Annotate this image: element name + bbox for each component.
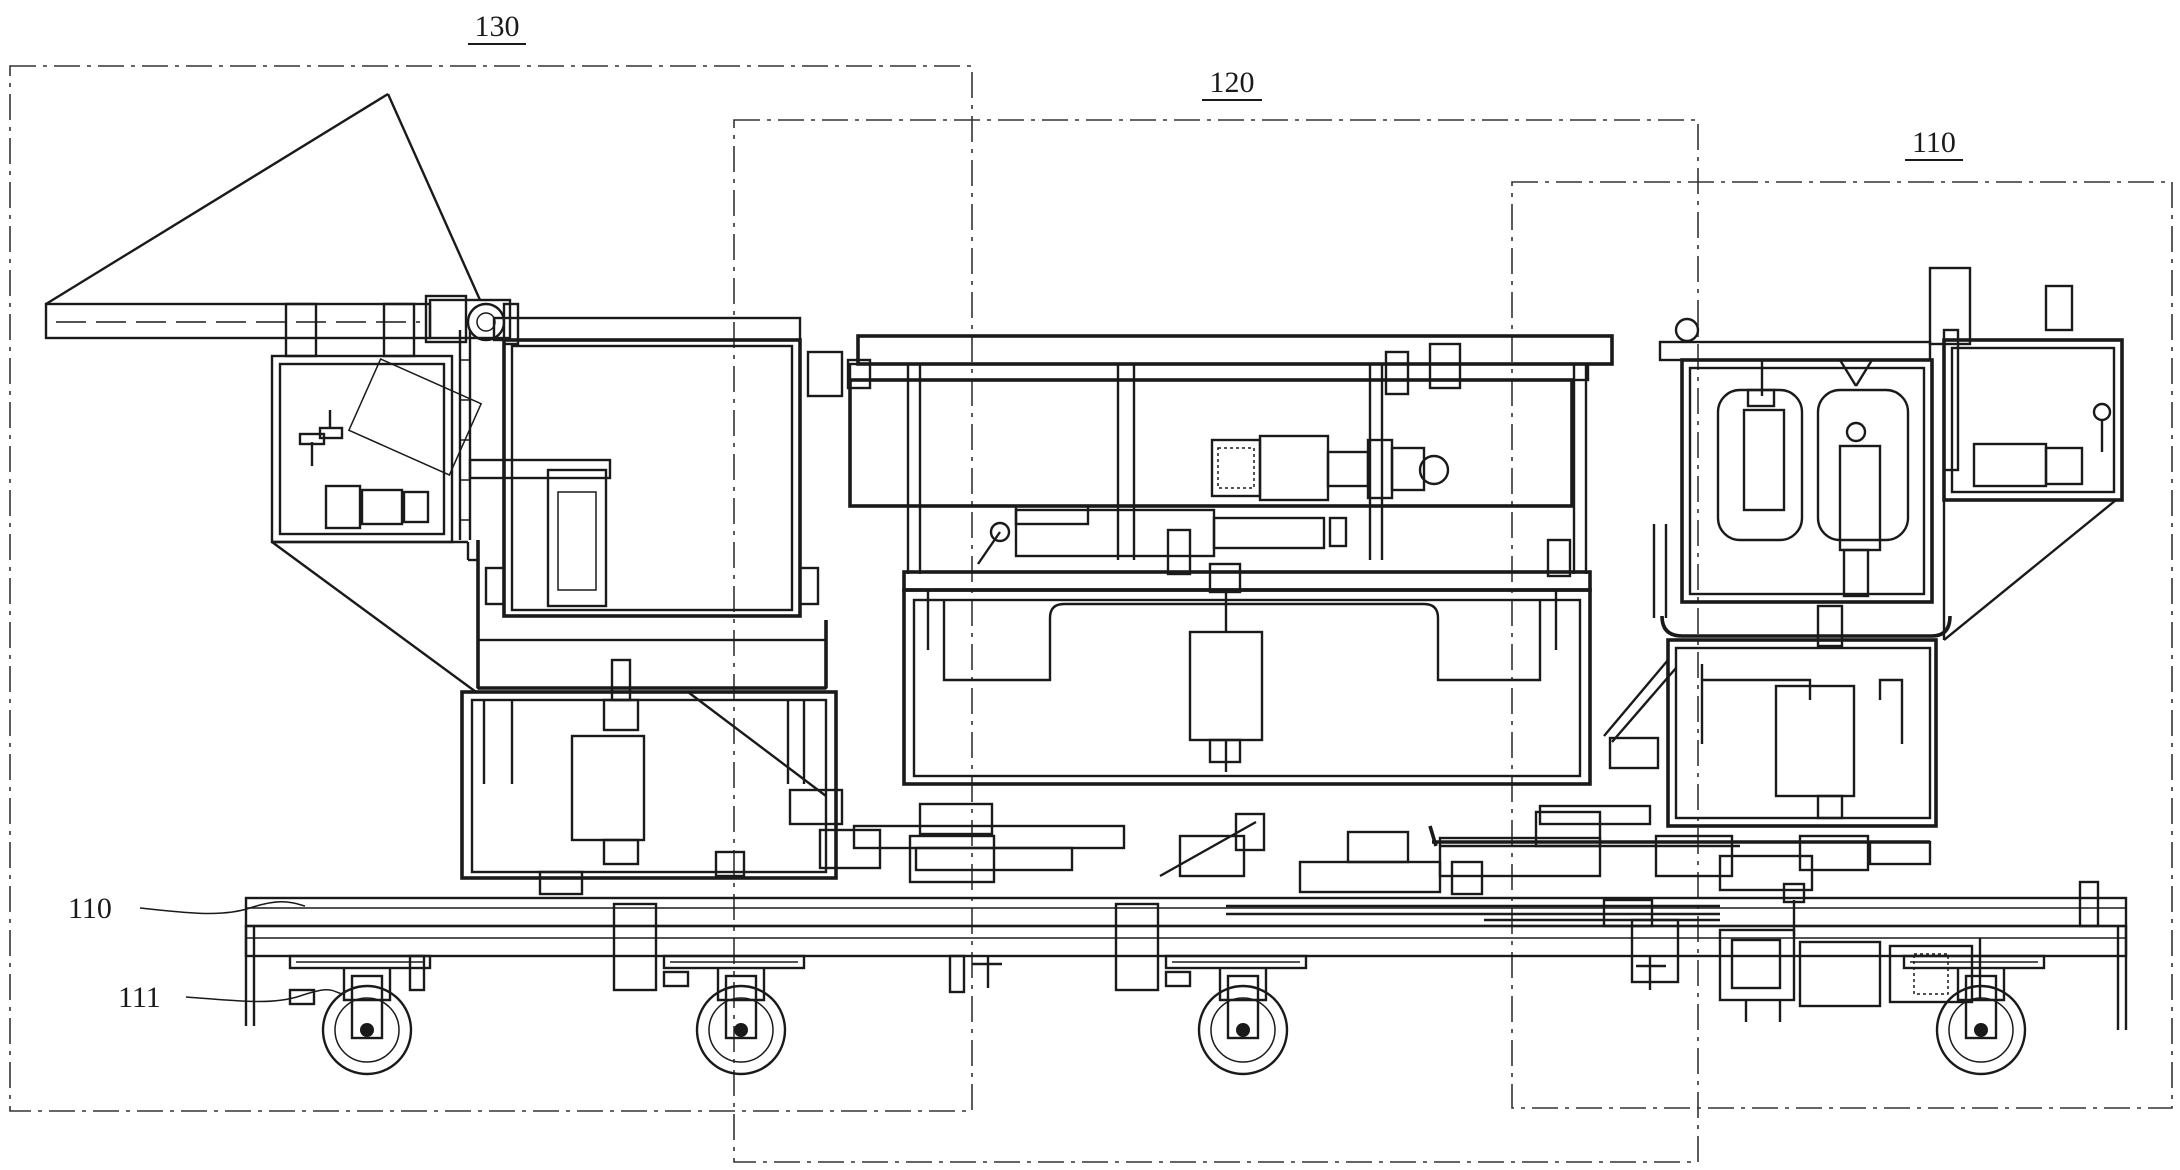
module-130-label-text: 130 [475,10,520,43]
module-120-label-text: 120 [1210,66,1255,99]
module-110-assembly [1603,266,2124,1022]
module-130-boundary [9,65,973,1112]
caster-wheel-3 [1164,954,1308,1076]
cart-frame [244,880,2128,1030]
module-120-assembly [806,334,1614,786]
caster-wheel-2 [662,954,806,1076]
module-label-110: 110 [1905,126,1963,161]
module-120-boundary [733,119,1699,1163]
module-110-label-text: 110 [1912,126,1956,159]
callout-111: 111 [118,981,343,1014]
callout-111-text: 111 [118,981,161,1014]
module-label-130: 130 [468,10,526,45]
module-130-assembly [44,92,838,896]
caster-wheel-1 [288,954,432,1076]
callout-110-text: 110 [68,892,112,925]
caster-wheel-4 [1902,954,2046,1076]
transmission-linkage [788,788,1932,928]
module-label-120: 120 [1202,66,1262,101]
module-110-boundary [1511,181,2173,1109]
